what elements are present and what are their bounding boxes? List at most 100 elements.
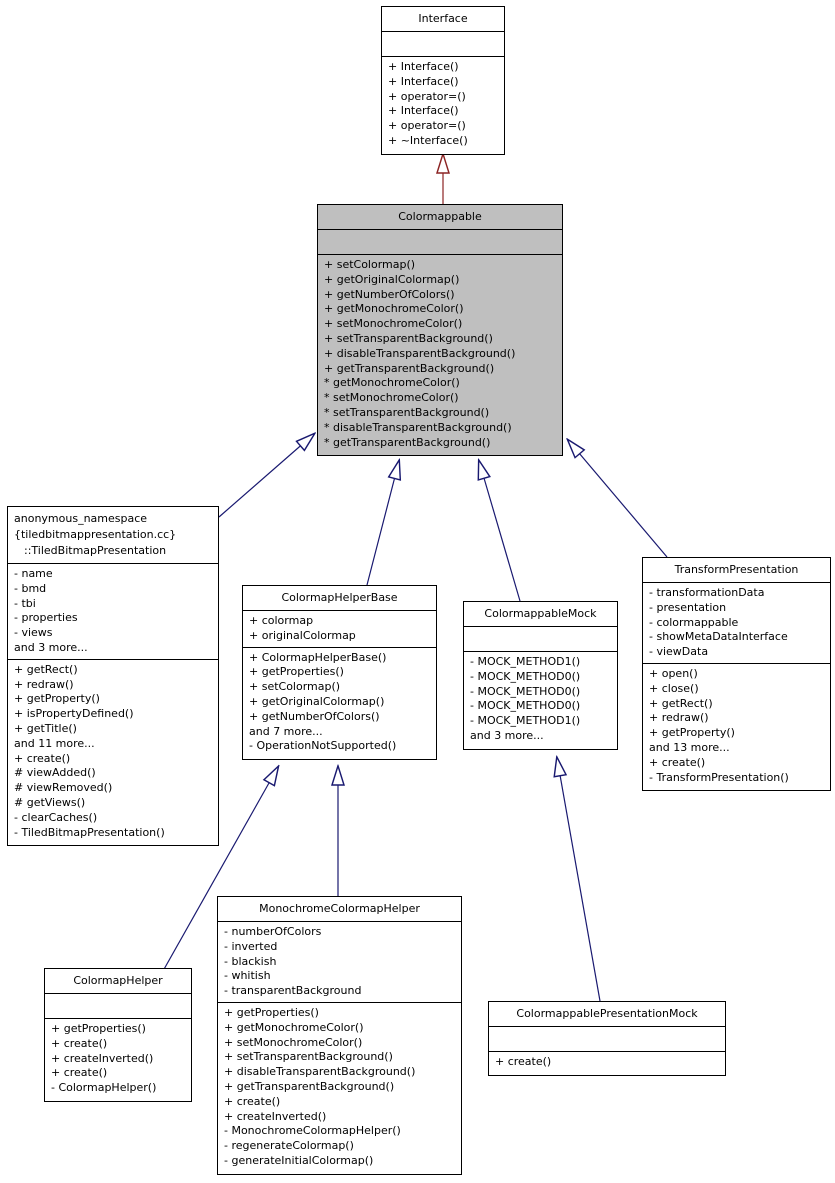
methods-compartment: + getRect()+ redraw()+ getProperty()+ is…: [8, 660, 218, 846]
edge-colormappablepresentationmock-to-colormappablemock: [557, 758, 601, 1002]
member-line: + isPropertyDefined(): [14, 707, 134, 721]
class-box-tiledbitmappresentation[interactable]: anonymous_namespace {tiledbitmappresenta…: [7, 506, 219, 847]
member-line: + createInverted(): [51, 1051, 154, 1065]
member-line: - whitish: [224, 969, 271, 983]
member-line: - transformationData: [649, 586, 765, 599]
member-line: + createInverted(): [224, 1109, 327, 1123]
methods-compartment: + create(): [489, 1052, 725, 1075]
member-line: - views: [14, 626, 53, 640]
member-line: - properties: [14, 611, 78, 625]
member-line: + getProperties(): [224, 1005, 319, 1019]
methods-compartment: + Interface()+ Interface()+ operator=()+…: [382, 57, 504, 154]
edge-transformpresentation-to-colormappable: [568, 440, 668, 558]
member-line: + getNumberOfColors(): [324, 287, 455, 301]
member-line: + originalColormap: [249, 628, 356, 642]
class-box-colormappablepresentationmock[interactable]: ColormappablePresentationMock + create(): [488, 1001, 726, 1076]
member-line: - name: [14, 567, 53, 580]
member-line: - bmd: [14, 581, 47, 595]
methods-compartment: + open()+ close()+ getRect()+ redraw()+ …: [643, 664, 830, 790]
class-box-colormappable[interactable]: Colormappable + setColormap()+ getOrigin…: [317, 204, 563, 457]
member-line: # viewAdded(): [14, 766, 96, 780]
class-box-transformpresentation[interactable]: TransformPresentation - transformationDa…: [642, 557, 831, 792]
member-line: + getRect(): [14, 662, 78, 676]
member-line: - generateInitialColormap(): [224, 1153, 374, 1167]
member-line: + getMonochromeColor(): [324, 302, 464, 316]
member-line: and 11 more...: [14, 736, 95, 750]
member-line: + create(): [51, 1066, 108, 1080]
member-line: - ColormapHelper(): [51, 1081, 157, 1095]
member-line: - MOCK_METHOD0(): [470, 669, 581, 683]
class-title-transformpresentation: TransformPresentation: [643, 558, 830, 583]
member-line: * disableTransparentBackground(): [324, 420, 512, 434]
class-title-monochromecolormaphelper: MonochromeColormapHelper: [218, 897, 461, 922]
member-line: - MOCK_METHOD1(): [470, 714, 581, 728]
member-line: - showMetaDataInterface: [649, 630, 788, 644]
attributes-compartment: [318, 230, 562, 255]
member-line: and 3 more...: [14, 640, 88, 654]
class-box-monochromecolormaphelper[interactable]: MonochromeColormapHelper - numberOfColor…: [217, 896, 462, 1175]
member-line: - clearCaches(): [14, 810, 98, 824]
member-line: - TiledBitmapPresentation(): [14, 825, 165, 839]
member-line: - MOCK_METHOD0(): [470, 699, 581, 713]
member-line: + redraw(): [14, 677, 74, 691]
class-box-interface[interactable]: Interface + Interface()+ Interface()+ op…: [381, 6, 505, 155]
member-line: + create(): [224, 1094, 281, 1108]
member-line: + Interface(): [388, 74, 459, 88]
attributes-compartment: - transformationData- presentation- colo…: [643, 583, 830, 664]
member-line: + Interface(): [388, 60, 459, 73]
member-line: * getMonochromeColor(): [324, 376, 460, 390]
member-line: and 13 more...: [649, 740, 730, 754]
member-line: # viewRemoved(): [14, 781, 113, 795]
member-line: - blackish: [224, 954, 277, 968]
member-line: + getNumberOfColors(): [249, 709, 380, 723]
member-line: + setTransparentBackground(): [324, 331, 493, 345]
title-line: ::TiledBitmapPresentation: [24, 544, 167, 557]
member-line: + getOriginalColormap(): [324, 272, 460, 286]
member-line: # getViews(): [14, 795, 86, 809]
title-line: anonymous_namespace: [14, 512, 148, 525]
member-line: + ~Interface(): [388, 133, 468, 147]
member-line: + getTitle(): [14, 721, 77, 735]
class-title-colormappablepresentationmock: ColormappablePresentationMock: [489, 1002, 725, 1027]
member-line: + create(): [51, 1036, 108, 1050]
member-line: + setMonochromeColor(): [224, 1035, 363, 1049]
member-line: + redraw(): [649, 711, 709, 725]
member-line: + setTransparentBackground(): [224, 1050, 393, 1064]
member-line: + disableTransparentBackground(): [324, 346, 516, 360]
member-line: + operator=(): [388, 89, 466, 103]
member-line: - numberOfColors: [224, 925, 322, 938]
member-line: + getProperty(): [649, 726, 735, 740]
attributes-compartment: [464, 627, 617, 652]
class-title-interface: Interface: [382, 7, 504, 32]
member-line: + ColormapHelperBase(): [249, 650, 387, 664]
class-title-colormaphelper: ColormapHelper: [45, 969, 191, 994]
methods-compartment: + setColormap()+ getOriginalColormap()+ …: [318, 255, 562, 455]
methods-compartment: + getProperties()+ create()+ createInver…: [45, 1019, 191, 1101]
member-line: * setTransparentBackground(): [324, 405, 490, 419]
member-line: + setColormap(): [324, 258, 416, 271]
member-line: and 7 more...: [249, 724, 323, 738]
class-box-colormaphelper[interactable]: ColormapHelper + getProperties()+ create…: [44, 968, 192, 1102]
class-title-colormappablemock: ColormappableMock: [464, 602, 617, 627]
methods-compartment: + ColormapHelperBase()+ getProperties()+…: [243, 648, 436, 760]
member-line: + setColormap(): [249, 680, 341, 694]
title-line: {tiledbitmappresentation.cc}: [14, 528, 177, 541]
member-line: - colormappable: [649, 615, 739, 629]
class-box-colormappablemock[interactable]: ColormappableMock - MOCK_METHOD1()- MOCK…: [463, 601, 618, 750]
class-box-colormaphelperbase[interactable]: ColormapHelperBase + colormap+ originalC…: [242, 585, 437, 761]
class-title-colormappable: Colormappable: [318, 205, 562, 230]
member-line: - tbi: [14, 596, 36, 610]
member-line: + getRect(): [649, 696, 713, 710]
member-line: + colormap: [249, 614, 314, 627]
member-line: + setMonochromeColor(): [324, 317, 463, 331]
member-line: - MOCK_METHOD0(): [470, 684, 581, 698]
member-line: - presentation: [649, 600, 727, 614]
class-title-tiledbitmappresentation: anonymous_namespace {tiledbitmappresenta…: [8, 507, 218, 564]
attributes-compartment: [489, 1027, 725, 1052]
member-line: + getOriginalColormap(): [249, 694, 385, 708]
member-line: + disableTransparentBackground(): [224, 1065, 416, 1079]
member-line: * setMonochromeColor(): [324, 391, 459, 405]
attributes-compartment: [382, 32, 504, 57]
